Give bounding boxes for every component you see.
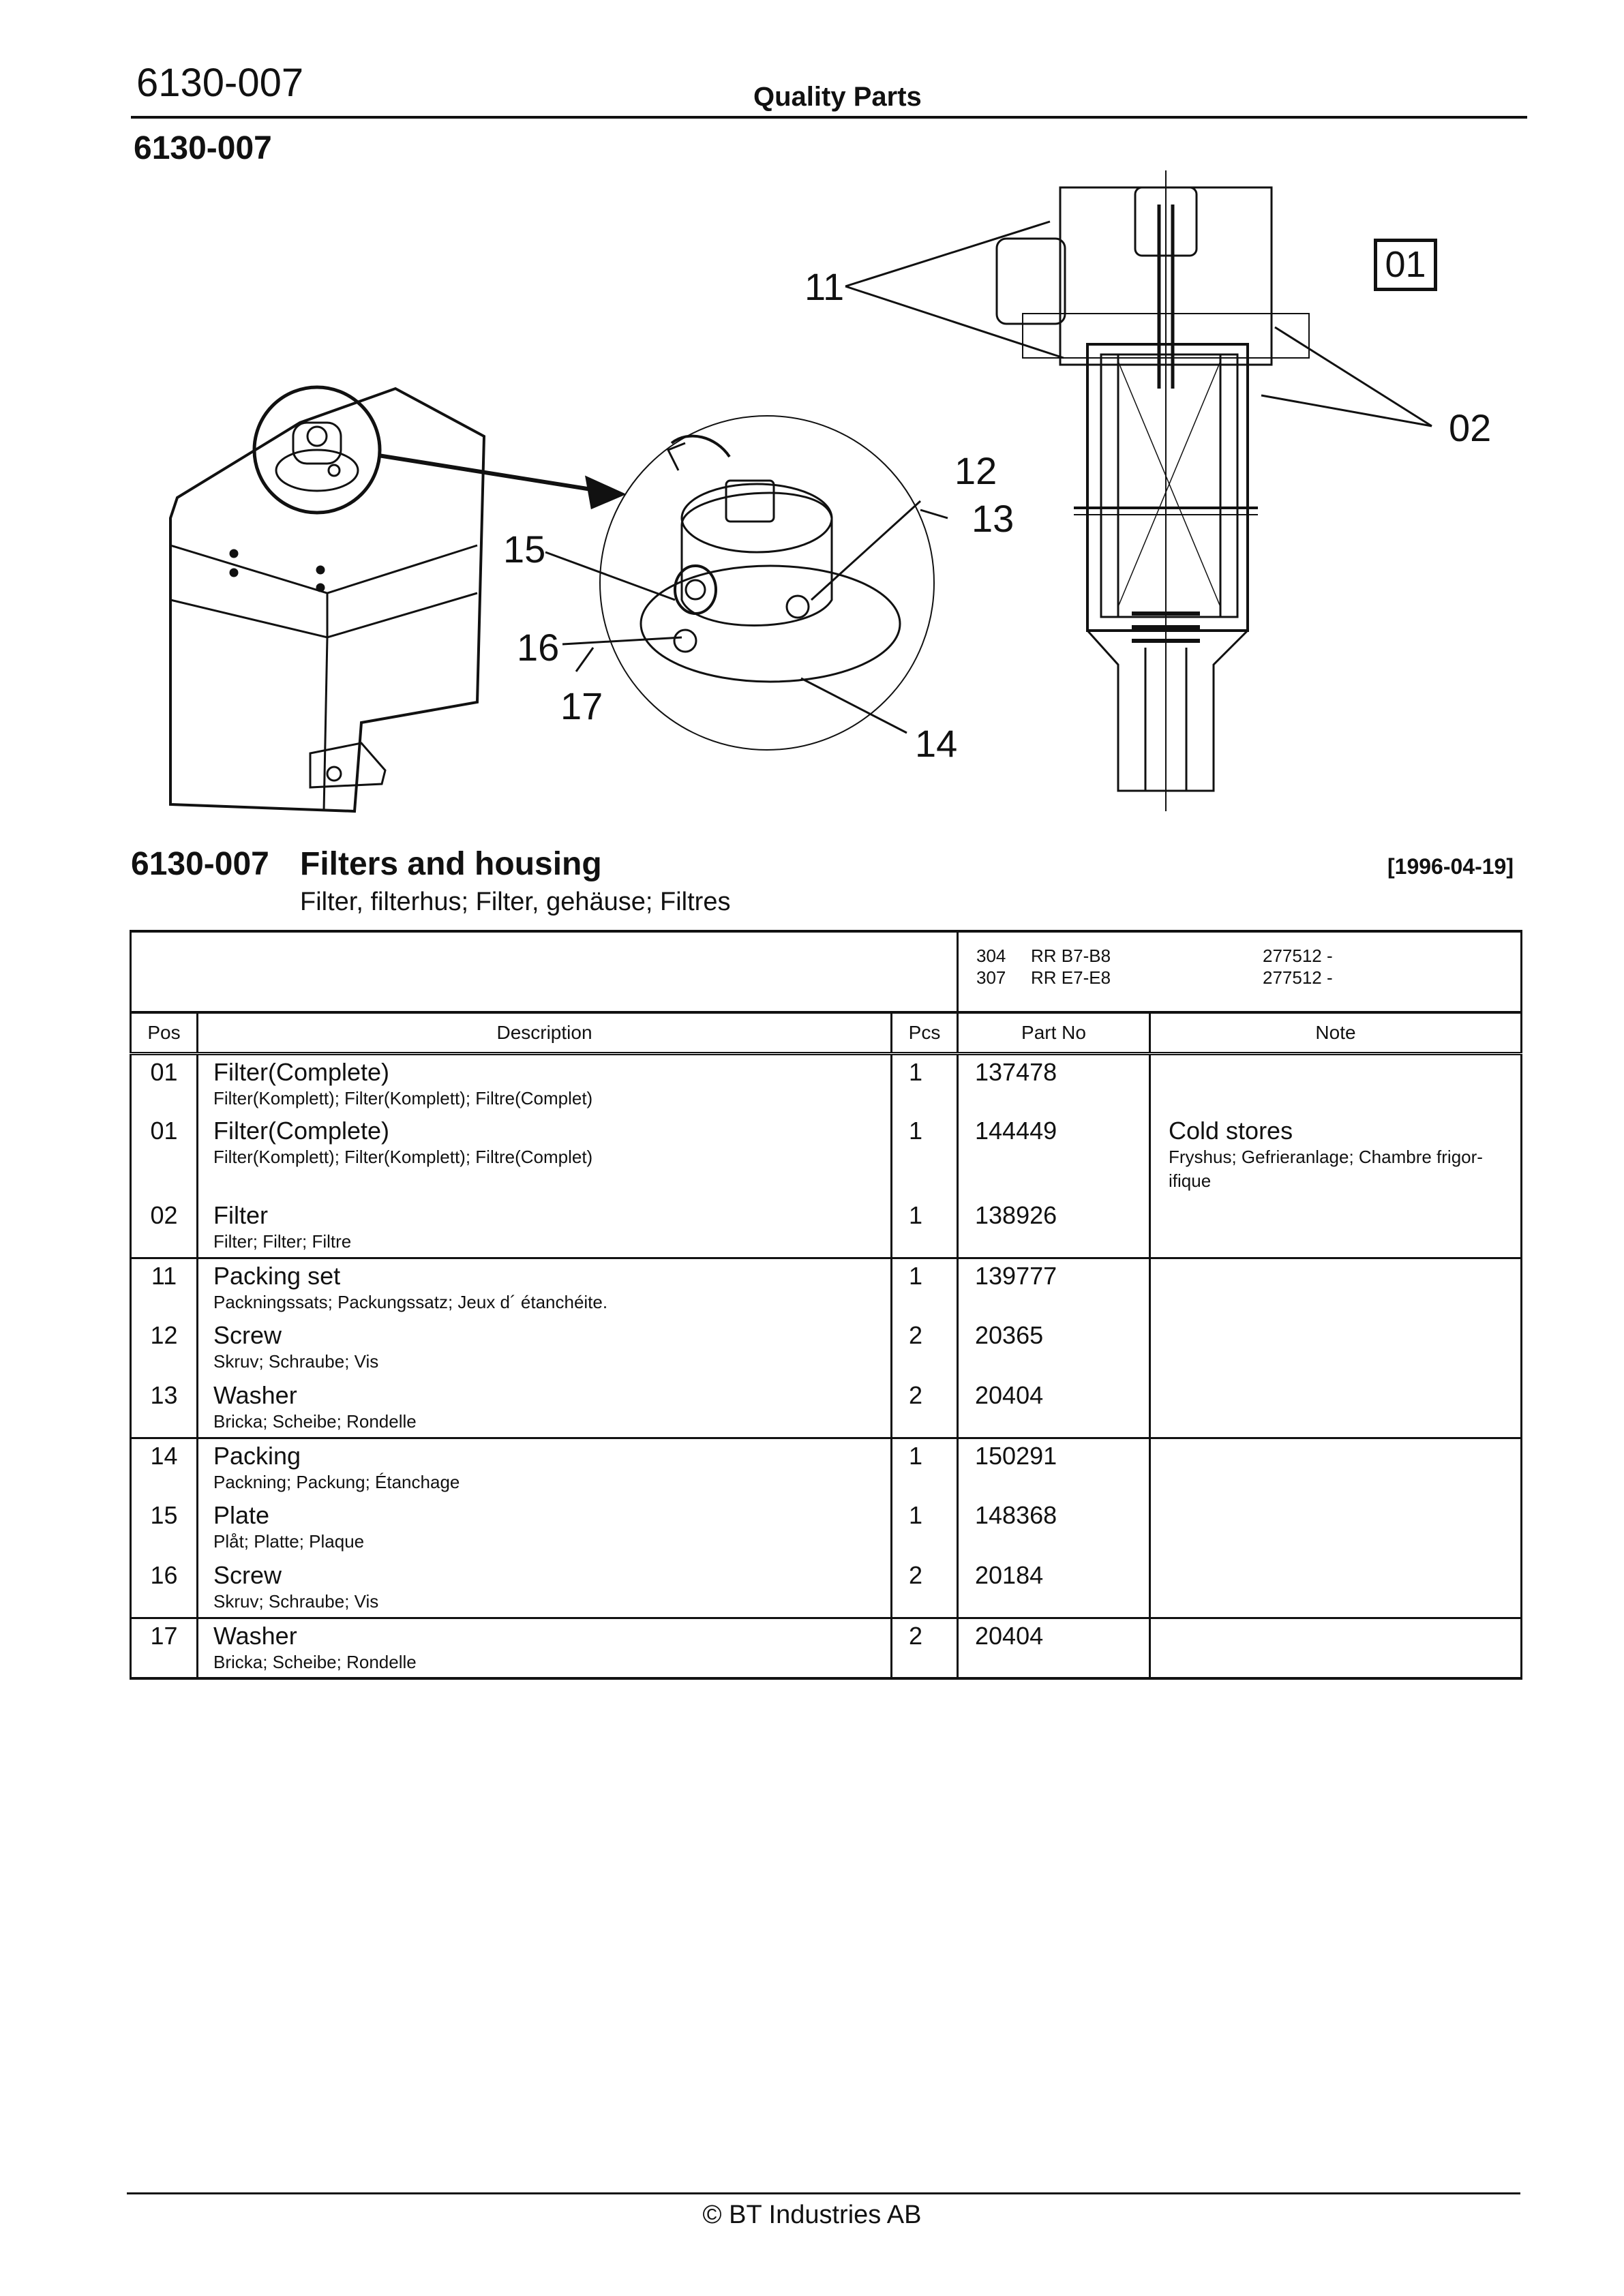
section-title: Filters and housing — [300, 846, 602, 882]
callout-15: 15 — [503, 528, 546, 571]
section-subtitle: Filter, filterhus; Filter, gehäuse; Filt… — [300, 888, 731, 916]
section-number: 6130-007 — [131, 846, 269, 882]
callout-13: 13 — [972, 497, 1014, 540]
section-date: [1996-04-19] — [1387, 854, 1514, 879]
cross-section-leaders — [845, 220, 1432, 427]
table-row: 01 Filter(Complete)Filter(Komplett); Fil… — [130, 1113, 1522, 1198]
leader-lines — [545, 500, 948, 734]
footer-copyright: © BT Industries AB — [702, 2201, 922, 2229]
sub-number: 6130-007 — [134, 130, 272, 166]
filter-cross-section — [995, 170, 1310, 811]
callout-16: 16 — [517, 626, 560, 669]
detail-arrow — [378, 453, 627, 510]
detail-view-drawing — [599, 415, 935, 751]
col-part-no: Part No — [957, 1012, 1151, 1055]
view-label-box: 01 — [1374, 239, 1437, 291]
header-rule — [131, 116, 1527, 119]
callout-12: 12 — [954, 449, 997, 492]
callout-17: 17 — [560, 684, 603, 727]
callout-14: 14 — [915, 722, 958, 765]
callout-11: 11 — [805, 265, 845, 308]
parts-illustration — [169, 170, 1432, 813]
footer-rule — [127, 2192, 1520, 2194]
housing-drawing — [169, 385, 486, 813]
column-header-row: Pos Description Pcs Part No Note — [130, 1012, 1522, 1055]
brand-label: Quality Parts — [753, 82, 922, 112]
col-description: Description — [196, 1012, 892, 1055]
document-number: 6130-007 — [136, 61, 304, 105]
callout-02: 02 — [1449, 406, 1492, 449]
col-note: Note — [1149, 1012, 1522, 1055]
col-pcs: Pcs — [890, 1012, 959, 1055]
col-pos: Pos — [130, 1012, 198, 1055]
table-row: 01 Filter(Complete)Filter(Komplett); Fil… — [130, 1053, 1522, 1114]
